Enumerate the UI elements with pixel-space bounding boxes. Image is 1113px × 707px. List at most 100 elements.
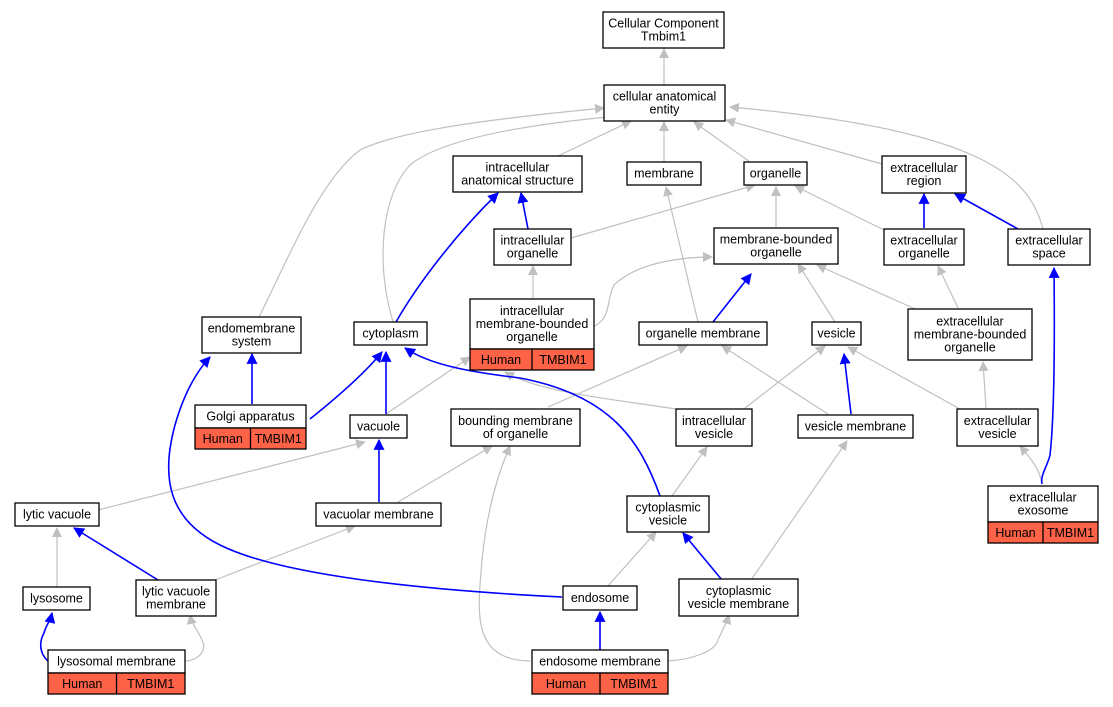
node-box (883, 228, 965, 266)
node-box (811, 321, 862, 346)
node-box (469, 298, 595, 350)
node-box (14, 502, 100, 527)
node-intracellular-membrane-bounded-organelle[interactable]: intracellularmembrane-boundedorganelleHu… (469, 298, 595, 371)
node-box (987, 485, 1099, 523)
node-box (881, 155, 967, 194)
node-label-line: vacuolar membrane (323, 508, 434, 522)
node-label-line: lysosomal membrane (57, 655, 176, 669)
node-label-line: membrane (146, 598, 206, 612)
gene-tag: TMBIM1 (539, 353, 586, 367)
node-box (956, 408, 1039, 447)
node-label-line: intracellular (486, 161, 550, 175)
edge-lvm-vacm (214, 524, 356, 581)
node-label-line: membrane-bounded (914, 328, 1027, 342)
edge-bmo-om (547, 345, 688, 408)
edge-lysm-lyso (39, 611, 56, 662)
edge-ecv-vesicle (847, 346, 961, 410)
node-label-line: exosome (1018, 504, 1069, 518)
edge-om-mbo (712, 273, 752, 323)
edge-imbo-mbo (594, 252, 713, 327)
node-label-line: bounding membrane (458, 414, 573, 428)
node-box (353, 321, 428, 346)
edge-exo-ecv (1019, 445, 1043, 485)
node-label-line: extracellular (890, 161, 957, 175)
edge-endm-bmo (478, 445, 531, 662)
edge-cv-icv (671, 446, 708, 497)
node-label-line: lytic vacuole (142, 585, 210, 599)
node-label-line: vesicle membrane (805, 420, 906, 434)
edge-vacuole-imbo (385, 356, 471, 415)
node-label-line: extracellular (936, 315, 1003, 329)
node-label-line: vesicle (695, 427, 733, 441)
species-tag: Human (203, 432, 243, 446)
edge-cytoplasm-ias (395, 192, 499, 323)
node-label-line: extracellular (1009, 491, 1076, 505)
node-label-line: organelle (898, 247, 949, 261)
node-organelle-membrane[interactable]: organelle membrane (638, 321, 768, 346)
edge-cvm-vm (750, 440, 848, 581)
node-vacuolar-membrane[interactable]: vacuolar membrane (315, 502, 442, 527)
node-label-line: vesicle (817, 327, 855, 341)
node-box (452, 155, 583, 193)
node-lysosome[interactable]: lysosome (22, 586, 91, 611)
node-box (135, 579, 217, 617)
edge-ico-organelle (570, 182, 756, 239)
species-tag: Human (481, 353, 521, 367)
edge-cytoplasm-cae (382, 111, 619, 323)
node-box (713, 227, 839, 265)
node-label-line: membrane-bounded (476, 317, 589, 331)
node-box (603, 84, 726, 122)
edge-cv-cytoplasm (404, 347, 661, 497)
node-box (638, 321, 768, 346)
edge-vm-om (721, 345, 829, 415)
node-endosome[interactable]: endosome (562, 585, 638, 611)
node-label-line: organelle (750, 167, 801, 181)
node-label-line: endomembrane (208, 322, 296, 336)
edge-golgi-cytoplasm (309, 351, 383, 420)
node-label-line: lysosome (30, 592, 83, 606)
node-box (315, 502, 442, 527)
edge-exo-ecs (1040, 266, 1060, 485)
edge-endo-ems (167, 356, 563, 598)
node-label-line: extracellular (890, 234, 957, 248)
node-box (678, 578, 799, 617)
node-label-line: space (1032, 247, 1065, 261)
edge-endm-cvm (666, 614, 732, 662)
node-label-line: organelle (944, 341, 995, 355)
node-box (907, 308, 1033, 361)
node-vacuole[interactable]: vacuole (349, 414, 408, 439)
node-label-line: system (232, 335, 272, 349)
node-organelle[interactable]: organelle (743, 161, 808, 186)
node-vesicle[interactable]: vesicle (811, 321, 862, 346)
node-membrane[interactable]: membrane (626, 161, 702, 186)
node-label-line: organelle membrane (646, 327, 761, 341)
node-lytic-vacuole[interactable]: lytic vacuole (14, 502, 100, 527)
node-label-line: vesicle (978, 427, 1016, 441)
node-vesicle-membrane[interactable]: vesicle membrane (797, 414, 914, 439)
edge-ecr-cae (725, 117, 883, 165)
node-cytoplasm[interactable]: cytoplasm (353, 321, 428, 346)
species-tag: Human (995, 526, 1035, 540)
node-box (349, 414, 408, 439)
species-tag: Human (546, 677, 586, 691)
